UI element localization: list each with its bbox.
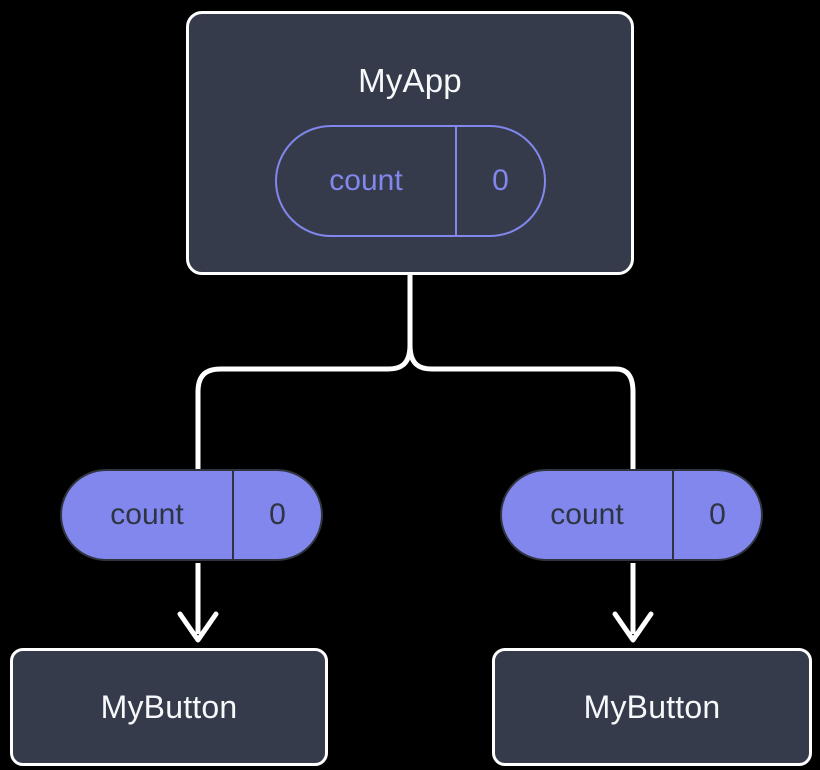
state-chip-value: 0 (672, 471, 761, 559)
state-chip-value: 0 (232, 471, 321, 559)
state-chip-root[interactable]: count 0 (275, 125, 546, 237)
widget-node-label: MyApp (358, 62, 462, 99)
state-chip-value: 0 (455, 127, 544, 235)
widget-node-label: MyButton (583, 689, 721, 725)
widget-node-mybutton-left[interactable]: MyButton (10, 648, 328, 766)
state-chip-key: count (550, 498, 624, 531)
state-chip-branch-right[interactable]: count 0 (500, 469, 763, 561)
widget-node-label: MyButton (100, 689, 238, 725)
state-chip-branch-left[interactable]: count 0 (60, 469, 323, 561)
state-chip-key: count (329, 164, 403, 197)
edge-fork-right (407, 342, 636, 488)
arrow-left-chip-to-button (177, 563, 219, 643)
widget-node-mybutton-right[interactable]: MyButton (492, 648, 812, 766)
edge-fork-left (195, 342, 413, 488)
arrow-right-chip-to-button (612, 563, 654, 643)
state-chip-key: count (110, 498, 184, 531)
